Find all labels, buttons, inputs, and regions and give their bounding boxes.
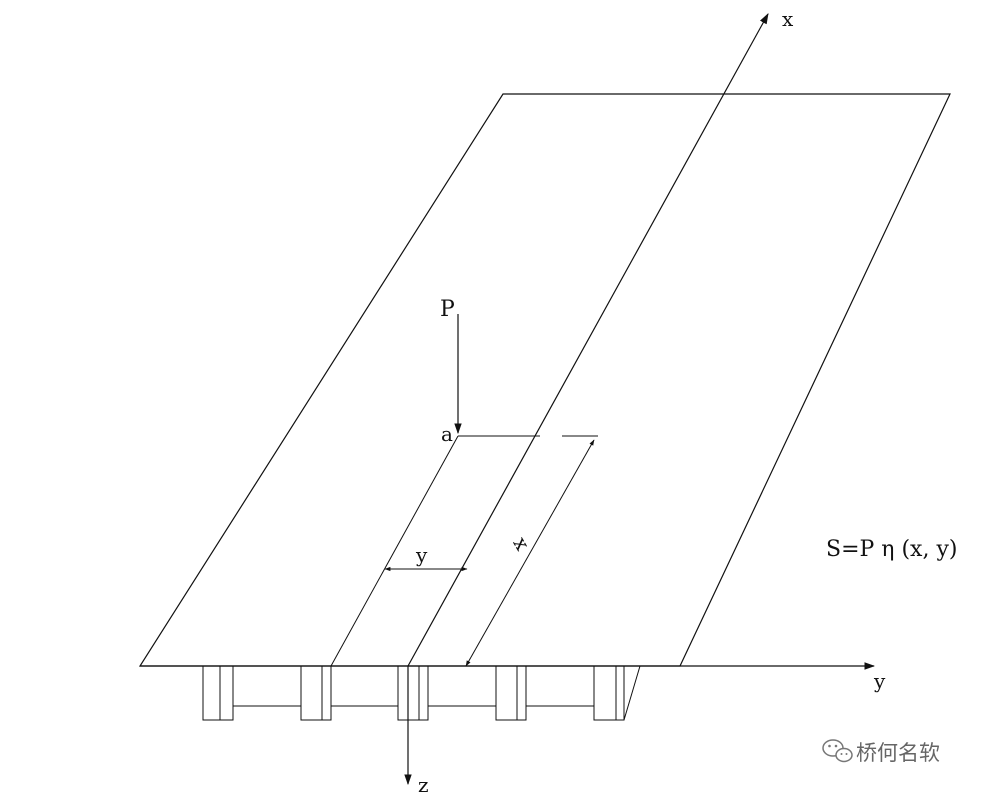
- formula-label: S=P η (x, y): [826, 537, 957, 562]
- watermark-text: 桥何名软: [856, 741, 940, 765]
- girder-2: [300, 665, 332, 721]
- y-axis-label: y: [873, 669, 886, 693]
- girder-4: [495, 665, 527, 721]
- z-axis-label: z: [418, 773, 429, 796]
- girder-5: [593, 665, 625, 721]
- girder-group: [202, 665, 641, 721]
- watermark: 桥何名软: [822, 739, 940, 765]
- girder-1: [202, 665, 234, 721]
- strip-line-left: [330, 435, 459, 667]
- deck-plate: [138, 93, 951, 667]
- wechat-icon: [822, 739, 853, 763]
- x-axis: [407, 13, 769, 667]
- x-dimension-line: [465, 439, 595, 667]
- x-axis-label: x: [782, 7, 794, 31]
- point-a-label: a: [441, 422, 453, 446]
- girder-3: [397, 665, 429, 721]
- load-label: P: [440, 297, 455, 322]
- y-dimension-label: y: [415, 543, 428, 567]
